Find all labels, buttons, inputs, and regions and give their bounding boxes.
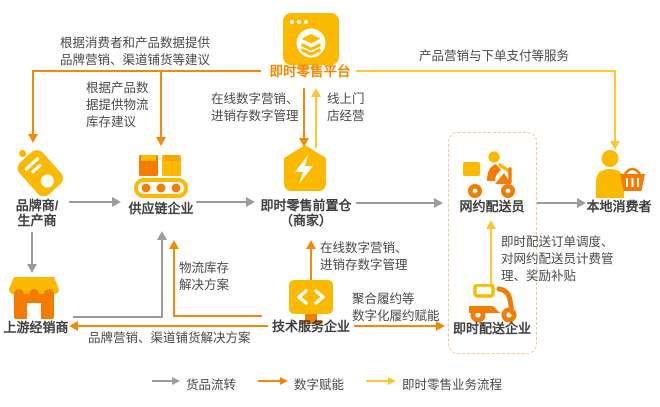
- arrow-tech-to-delivery: [354, 325, 436, 327]
- line-platform-left: [33, 70, 261, 72]
- arrowhead-icon: [610, 141, 620, 150]
- arrow-warehouse-to-courier: [356, 202, 434, 204]
- legend-gray-arrow: [152, 380, 172, 382]
- shopper-basket-icon: [596, 150, 645, 198]
- node-label-delivery-company: 即时配送企业: [452, 321, 531, 336]
- scooter-icon: [469, 284, 517, 323]
- legend-label-digital-enablement: 数字赋能: [294, 378, 345, 392]
- node-label-front-warehouse: 即时零售前置仓 （商家）: [260, 198, 352, 228]
- line-distributor-to-supply: [73, 316, 162, 318]
- price-tag-icon: [17, 149, 63, 197]
- arrow-warehouse-to-platform: [315, 97, 317, 148]
- arrowhead-icon: [172, 377, 180, 385]
- delivery-group-box: [448, 132, 537, 354]
- annotation-tech-to-delivery: 聚合履约等 数字化履约赋能: [352, 292, 440, 323]
- node-label-distributor: 上游经销商: [3, 320, 69, 335]
- annotation-delivery-to-courier: 即时配送订单调度、 对网约配送员计费管 理、奖励补贴: [501, 235, 614, 283]
- line-platform-to-consumer: [356, 70, 616, 72]
- arrow-platform-to-brand: [32, 70, 34, 134]
- app-window-layers-icon: [283, 13, 339, 65]
- arrowhead-icon: [112, 197, 121, 207]
- arrowhead-icon: [156, 137, 166, 146]
- node-label-courier: 网约配送员: [459, 199, 525, 214]
- arrow-tech-to-warehouse: [310, 249, 312, 281]
- arrowhead-icon: [577, 198, 586, 208]
- legend-label-business-process: 即时零售业务流程: [402, 378, 503, 392]
- arrowhead-icon: [299, 138, 309, 147]
- arrowhead-icon: [28, 134, 38, 143]
- arrowhead-icon: [486, 220, 496, 229]
- line-platform-to-consumer-vertical: [614, 70, 616, 141]
- annotation-platform-to-consumer: 产品营销与下单支付等服务: [419, 49, 570, 63]
- annotation-platform-down-to-warehouse: 在线数字营销、 进销存数字管理: [211, 92, 299, 123]
- annotation-tech-to-supply: 物流库存 解决方案: [179, 261, 230, 292]
- arrowhead-icon: [388, 377, 396, 385]
- arrowhead-icon: [246, 197, 255, 207]
- arrowhead-icon: [69, 321, 78, 331]
- node-label-platform: 即时零售平台: [269, 64, 351, 79]
- line-distributor-to-supply-vertical: [161, 240, 163, 318]
- node-label-brand: 品牌商/ 生产商: [15, 198, 59, 228]
- arrow-delivery-to-courier: [490, 229, 492, 284]
- arrow-platform-to-supply: [160, 70, 162, 137]
- warehouse-lightning-icon: [284, 145, 326, 191]
- arrow-courier-to-consumer: [536, 202, 577, 204]
- annotation-platform-to-supply: 根据产品数 据提供物流 库存建议: [86, 81, 149, 129]
- arrowhead-icon: [157, 231, 167, 240]
- annotation-platform-to-brand: 根据消费者和产品数据提供 品牌营销、渠道铺货等建议: [60, 36, 211, 67]
- arrow-supply-to-warehouse: [196, 201, 246, 203]
- legend-label-goods-flow: 货品流转: [186, 378, 237, 392]
- node-label-consumer: 本地消费者: [586, 199, 652, 214]
- delivery-rider-icon: [463, 151, 515, 198]
- arrowhead-icon: [306, 240, 316, 249]
- line-tech-to-supply: [174, 315, 262, 317]
- arrowhead-icon: [169, 240, 179, 249]
- arrowhead-icon: [311, 88, 321, 97]
- arrowhead-icon: [434, 198, 443, 208]
- annotation-tech-to-distributor: 品牌营销、渠道铺货解决方案: [88, 331, 251, 345]
- line-tech-to-supply-vertical: [173, 249, 175, 317]
- arrow-platform-to-warehouse: [303, 88, 305, 138]
- legend-orange-arrow: [258, 380, 280, 382]
- legend-yellow-arrow: [366, 380, 388, 382]
- storefront-icon: [9, 277, 59, 319]
- node-label-tech-service: 技术服务企业: [271, 319, 350, 334]
- arrowhead-icon: [27, 264, 37, 273]
- monitor-code-icon: [289, 280, 333, 324]
- arrow-brand-to-distributor: [31, 232, 33, 264]
- annotation-tech-to-warehouse: 在线数字营销、 进销存数字管理: [320, 241, 408, 272]
- arrow-brand-to-supply: [69, 201, 112, 203]
- node-label-supply-chain: 供应链企业: [128, 201, 194, 216]
- arrow-tech-to-distributor: [78, 325, 268, 327]
- conveyor-belt-icon: [134, 155, 188, 198]
- arrowhead-icon: [436, 321, 445, 331]
- arrowhead-icon: [280, 377, 288, 385]
- annotation-warehouse-up-to-platform: 线上门 店经营: [327, 92, 365, 123]
